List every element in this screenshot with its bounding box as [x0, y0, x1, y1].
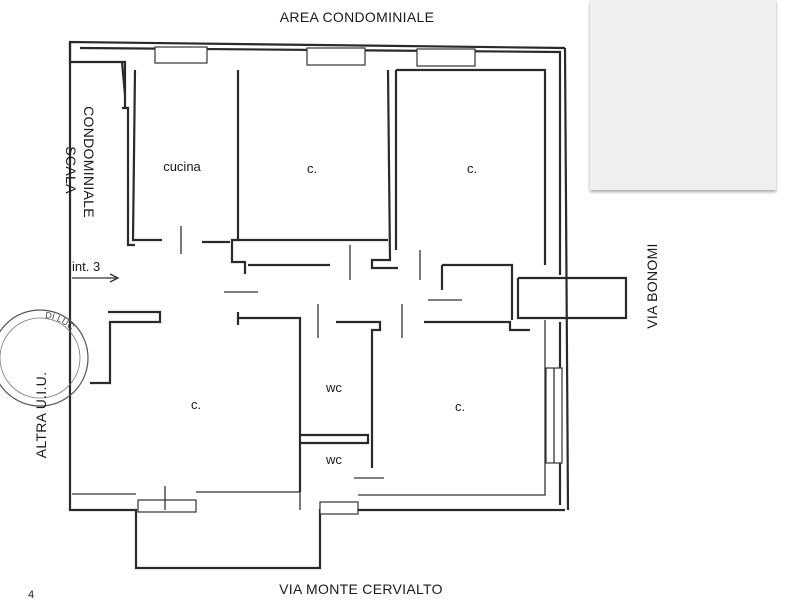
room-label-wc-upper: wc — [325, 380, 342, 395]
room-label-top-right: c. — [467, 161, 477, 176]
label-entrance: int. 3 — [72, 259, 100, 274]
door-marks — [164, 226, 421, 510]
top-windows — [154, 46, 476, 67]
right-window — [545, 367, 563, 464]
label-via-monte-cervialto: VIA MONTE CERVIALTO — [279, 581, 443, 597]
label-altra-uiu: ALTRA U.I.U. — [33, 372, 49, 459]
outer-walls — [68, 40, 570, 570]
page-mark: 4 — [28, 589, 34, 600]
bottom-windows — [137, 499, 359, 515]
interior-walls — [90, 61, 547, 492]
room-label-bottom-left: c. — [191, 397, 201, 412]
label-scala: SCALA — [63, 146, 79, 194]
entrance-arrow — [72, 273, 120, 283]
label-condominiale: CONDOMINIALE — [81, 106, 97, 218]
label-area-condominiale: AREA CONDOMINIALE — [280, 9, 434, 25]
room-label-top-middle: c. — [307, 161, 317, 176]
stamp-text: DI LUC — [45, 310, 77, 332]
svg-text:DI LUC: DI LUC — [45, 310, 77, 332]
grey-overlay-panel — [590, 0, 776, 190]
balcony-right — [516, 276, 628, 320]
label-via-bonomi: VIA BONOMI — [644, 243, 660, 328]
room-label-wc-lower: wc — [325, 452, 342, 467]
room-label-bottom-right: c. — [455, 399, 465, 414]
room-label-cucina: cucina — [163, 159, 201, 174]
